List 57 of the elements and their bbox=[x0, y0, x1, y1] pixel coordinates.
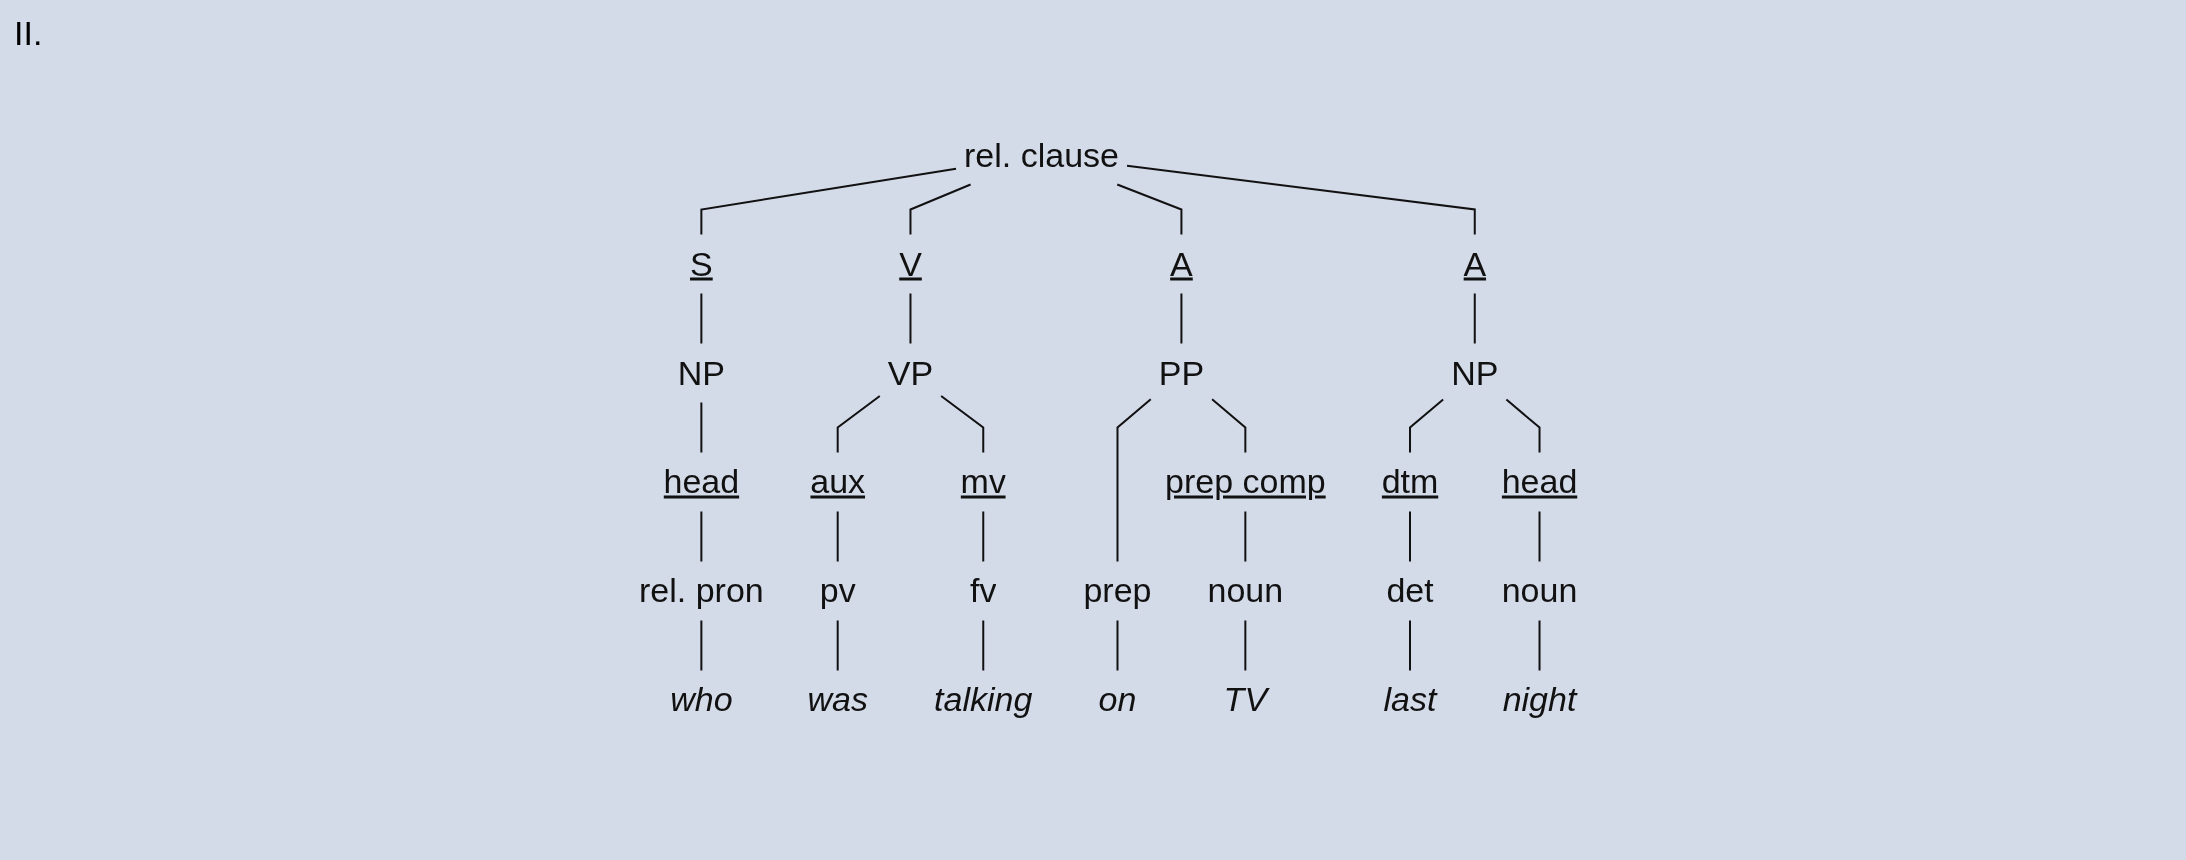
node-text: A bbox=[1463, 244, 1486, 283]
connector bbox=[700, 167, 957, 236]
connector bbox=[700, 619, 703, 672]
node-text: S bbox=[689, 244, 713, 283]
node-text: head bbox=[663, 462, 739, 501]
node-text: rel. clause bbox=[963, 135, 1119, 174]
connector bbox=[700, 292, 703, 345]
connector bbox=[909, 183, 972, 236]
connector bbox=[982, 510, 984, 563]
node-text: last bbox=[1383, 680, 1437, 719]
connector bbox=[1408, 510, 1411, 563]
node-text: aux bbox=[810, 462, 865, 501]
node-text: on bbox=[1098, 680, 1137, 719]
connector bbox=[939, 394, 984, 454]
connector bbox=[700, 510, 703, 563]
node-text: noun bbox=[1207, 571, 1283, 610]
node-text: dtm bbox=[1381, 462, 1439, 501]
connector bbox=[1210, 398, 1247, 454]
connector bbox=[1244, 510, 1247, 563]
node-text: who bbox=[669, 680, 733, 719]
node-text: was bbox=[807, 680, 868, 719]
node-text: PP bbox=[1158, 353, 1204, 392]
connector bbox=[1244, 619, 1247, 672]
connector bbox=[700, 401, 703, 454]
section-label: II. bbox=[14, 14, 43, 53]
node-text: A bbox=[1169, 244, 1193, 283]
connector bbox=[836, 619, 839, 672]
node-text: NP bbox=[677, 353, 725, 392]
connector bbox=[1116, 183, 1183, 236]
node-text: VP bbox=[887, 353, 933, 392]
node-text: mv bbox=[960, 462, 1006, 501]
connector bbox=[1180, 292, 1183, 345]
node-text: prep bbox=[1083, 571, 1152, 610]
node-text: fv bbox=[969, 571, 997, 610]
connector bbox=[1538, 510, 1541, 563]
node-text: noun bbox=[1501, 571, 1578, 610]
node-text: talking bbox=[933, 680, 1033, 719]
connector bbox=[1116, 398, 1152, 563]
node-text: det bbox=[1386, 571, 1434, 610]
connector bbox=[1125, 164, 1476, 236]
node-text: prep comp bbox=[1164, 462, 1326, 501]
connector bbox=[836, 510, 839, 563]
node-text: head bbox=[1501, 462, 1578, 501]
connector bbox=[1408, 619, 1411, 672]
node-text: NP bbox=[1450, 353, 1499, 392]
connector bbox=[909, 292, 912, 345]
connector bbox=[982, 619, 984, 672]
connector bbox=[836, 394, 881, 454]
connector bbox=[1538, 619, 1541, 672]
connector bbox=[1505, 398, 1541, 454]
connector bbox=[1116, 619, 1119, 672]
node-text: night bbox=[1502, 680, 1577, 719]
connector bbox=[1473, 292, 1476, 345]
connector bbox=[1408, 398, 1444, 454]
node-text: rel. pron bbox=[638, 571, 764, 610]
node-text: V bbox=[898, 244, 922, 283]
node-text: pv bbox=[819, 571, 856, 610]
